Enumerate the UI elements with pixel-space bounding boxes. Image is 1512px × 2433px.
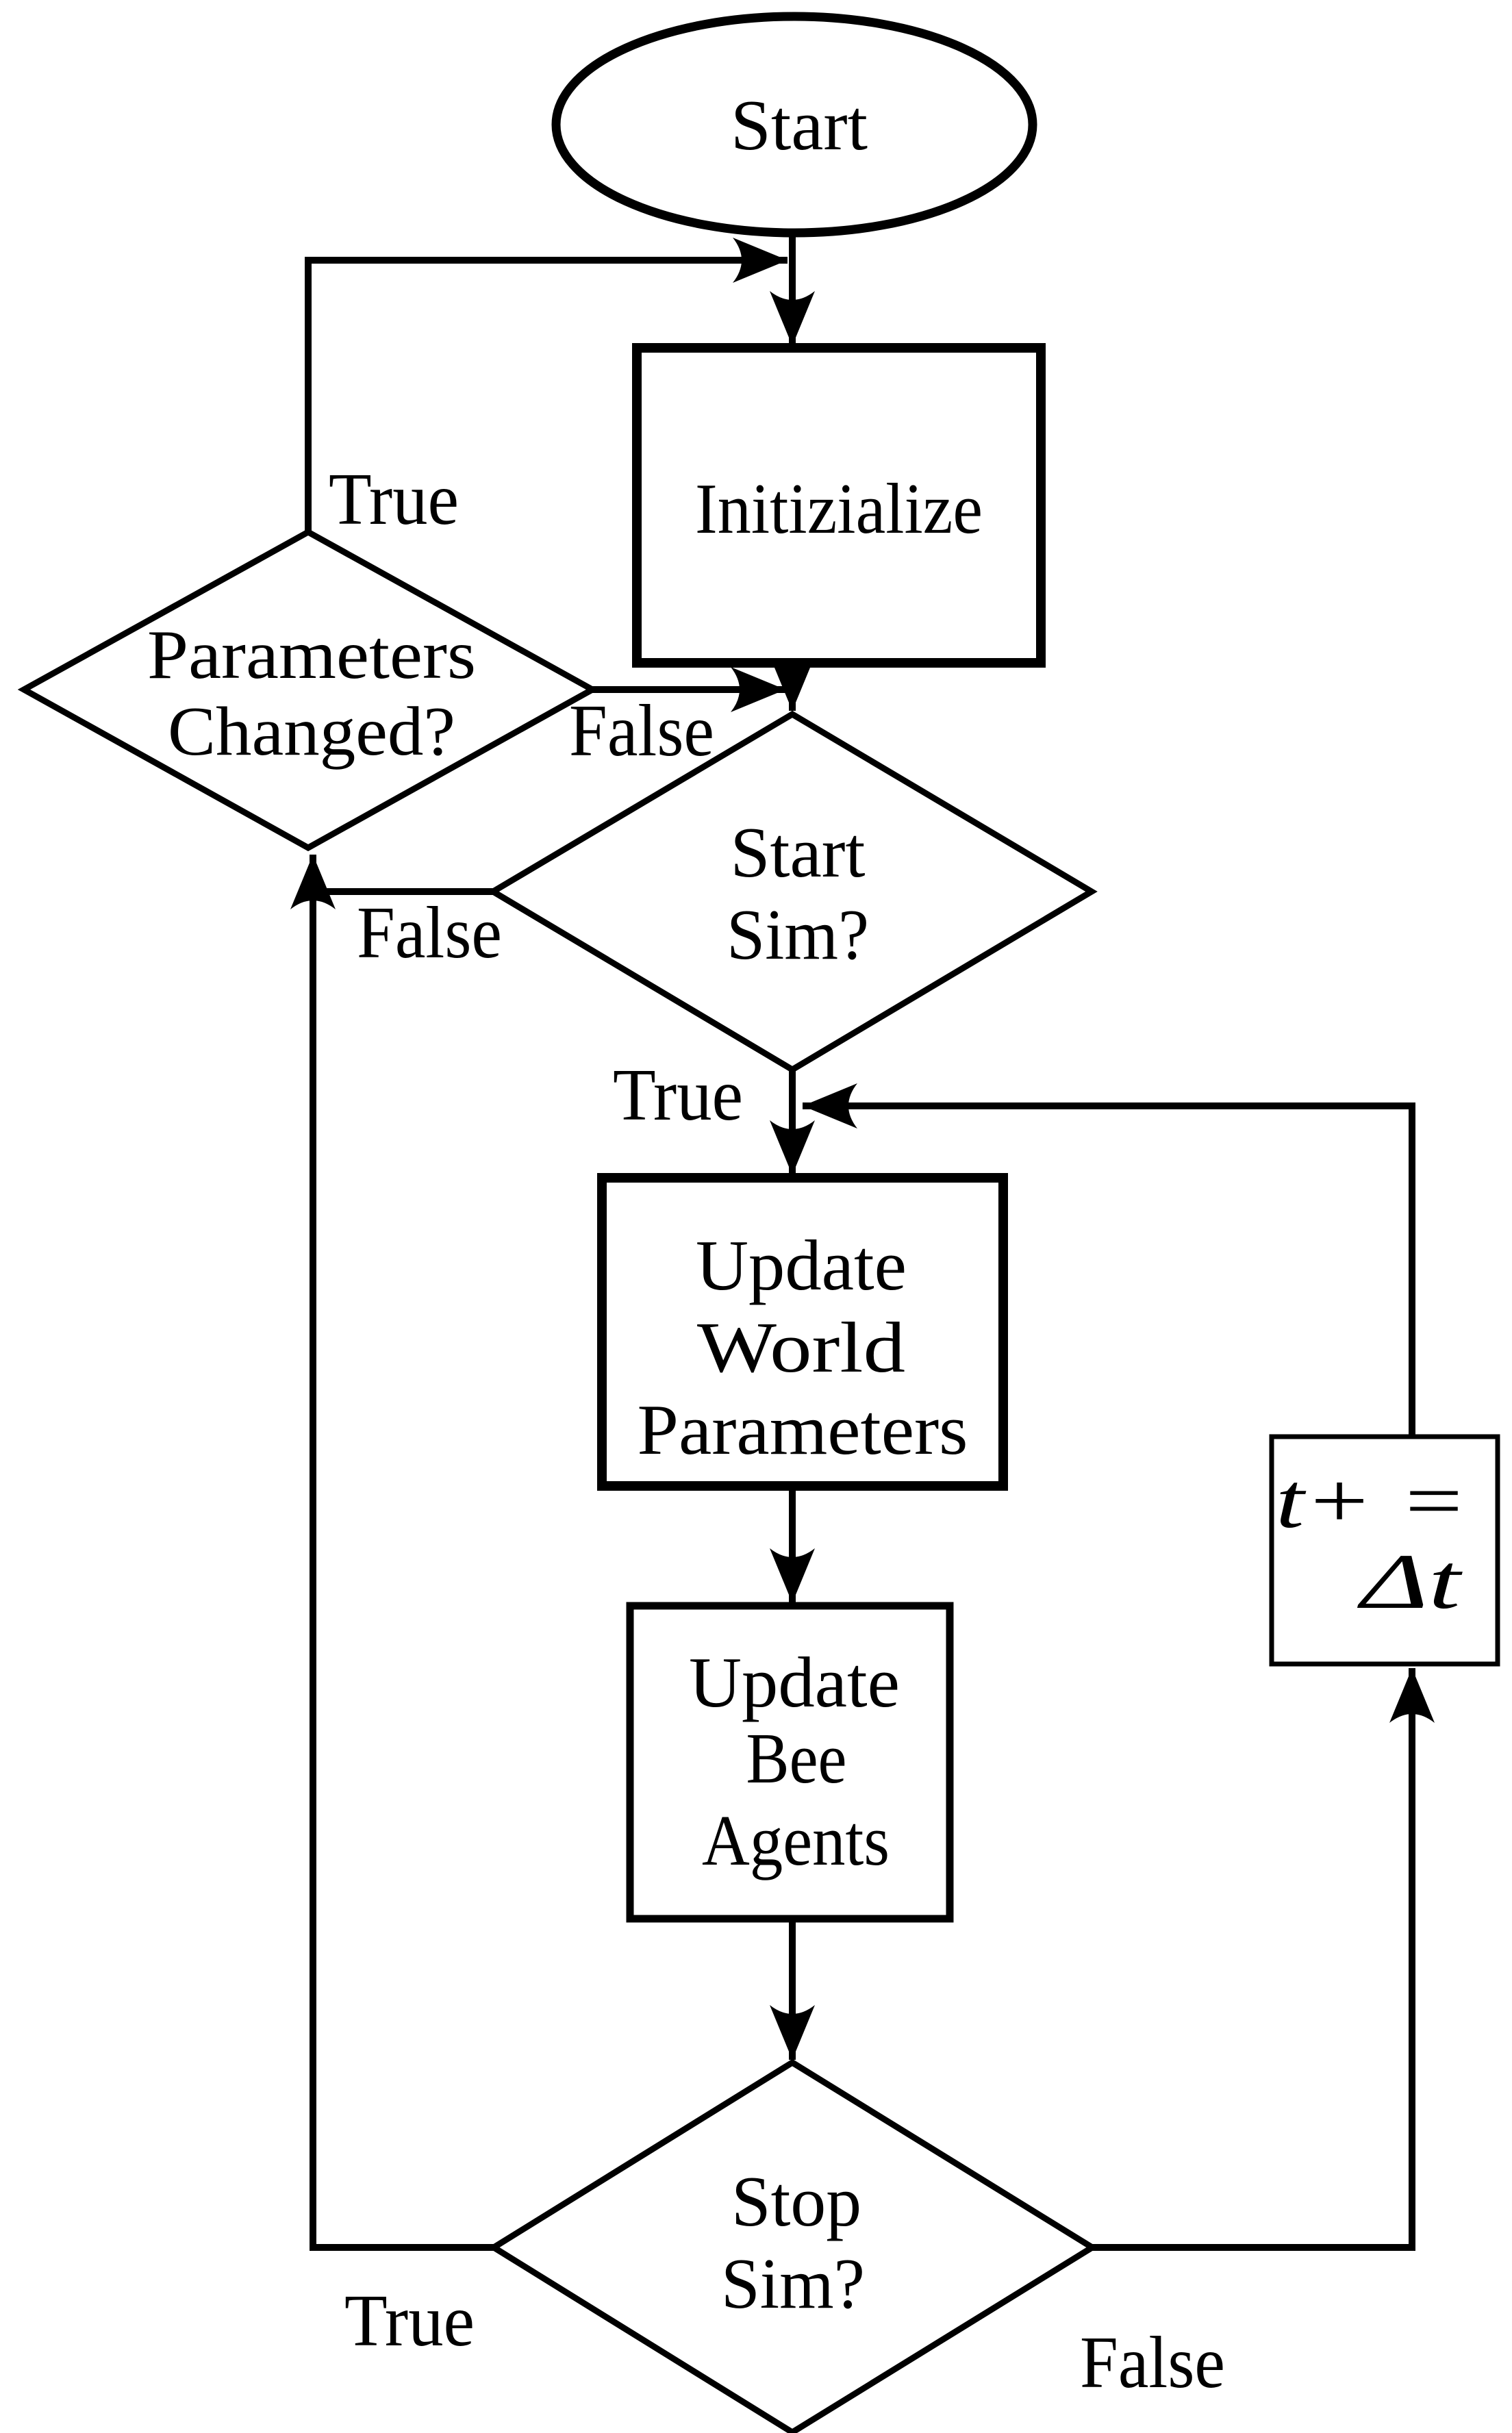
update-world-parameters-box — [597, 1173, 1008, 1491]
update-bee-agents-line3: Agents — [702, 1800, 890, 1880]
label-start-sim-false: False — [357, 892, 502, 974]
edge-time-increment-loop — [803, 1083, 1415, 1437]
start-label: Start — [731, 85, 868, 165]
initialize-box — [632, 343, 1046, 668]
node-time-increment: t+ = Δt — [1269, 1434, 1500, 1667]
initialize-label: Initizialize — [695, 468, 983, 549]
edges — [290, 233, 1435, 2251]
start-sim-diamond — [487, 710, 1098, 1074]
time-increment-line1: t+ = — [1276, 1457, 1467, 1544]
parameters-changed-label-line1: Parameters — [147, 616, 476, 694]
node-start: Start — [551, 12, 1037, 238]
node-parameters-changed: Parameters Changed? — [17, 528, 599, 852]
update-world-parameters-line1: Update — [696, 1225, 907, 1305]
update-bee-agents-line1: Update — [689, 1642, 900, 1722]
label-start-sim-true: True — [613, 1055, 743, 1136]
node-initialize: Initizialize — [632, 343, 1046, 668]
label-parameters-changed-true: True — [329, 459, 459, 540]
label-stop-sim-false: False — [1080, 2322, 1225, 2404]
stop-sim-label-line1: Stop — [731, 2161, 861, 2241]
edge-stop-sim-false — [1092, 1668, 1435, 2251]
node-update-world-parameters: Update World Parameters — [597, 1173, 1008, 1491]
update-world-parameters-line3: Parameters — [638, 1389, 968, 1470]
label-stop-sim-true: True — [344, 2280, 475, 2362]
stop-sim-label-line2: Sim? — [721, 2243, 865, 2323]
node-stop-sim: Stop Sim? — [488, 2058, 1098, 2433]
edge-labels: True False False True True False — [329, 459, 1225, 2404]
label-parameters-changed-false: False — [569, 690, 714, 772]
time-increment-line2: Δt — [1357, 1538, 1463, 1625]
start-sim-label-line1: Start — [731, 812, 866, 892]
update-bee-agents-line2: Bee — [746, 1718, 847, 1798]
node-update-bee-agents: Update Bee Agents — [626, 1602, 954, 1923]
edge-parameters-changed-true — [305, 238, 788, 533]
parameters-changed-label-line2: Changed? — [168, 693, 455, 770]
update-bee-agents-box — [626, 1602, 954, 1923]
node-start-sim: Start Sim? — [487, 710, 1098, 1074]
stop-sim-diamond — [488, 2058, 1098, 2433]
update-world-parameters-line2: World — [697, 1307, 905, 1387]
edge-stop-sim-true — [290, 855, 494, 2251]
parameters-changed-diamond — [17, 528, 599, 852]
start-sim-label-line2: Sim? — [727, 894, 869, 974]
time-increment-box — [1269, 1434, 1500, 1667]
start-ellipse — [551, 12, 1037, 238]
